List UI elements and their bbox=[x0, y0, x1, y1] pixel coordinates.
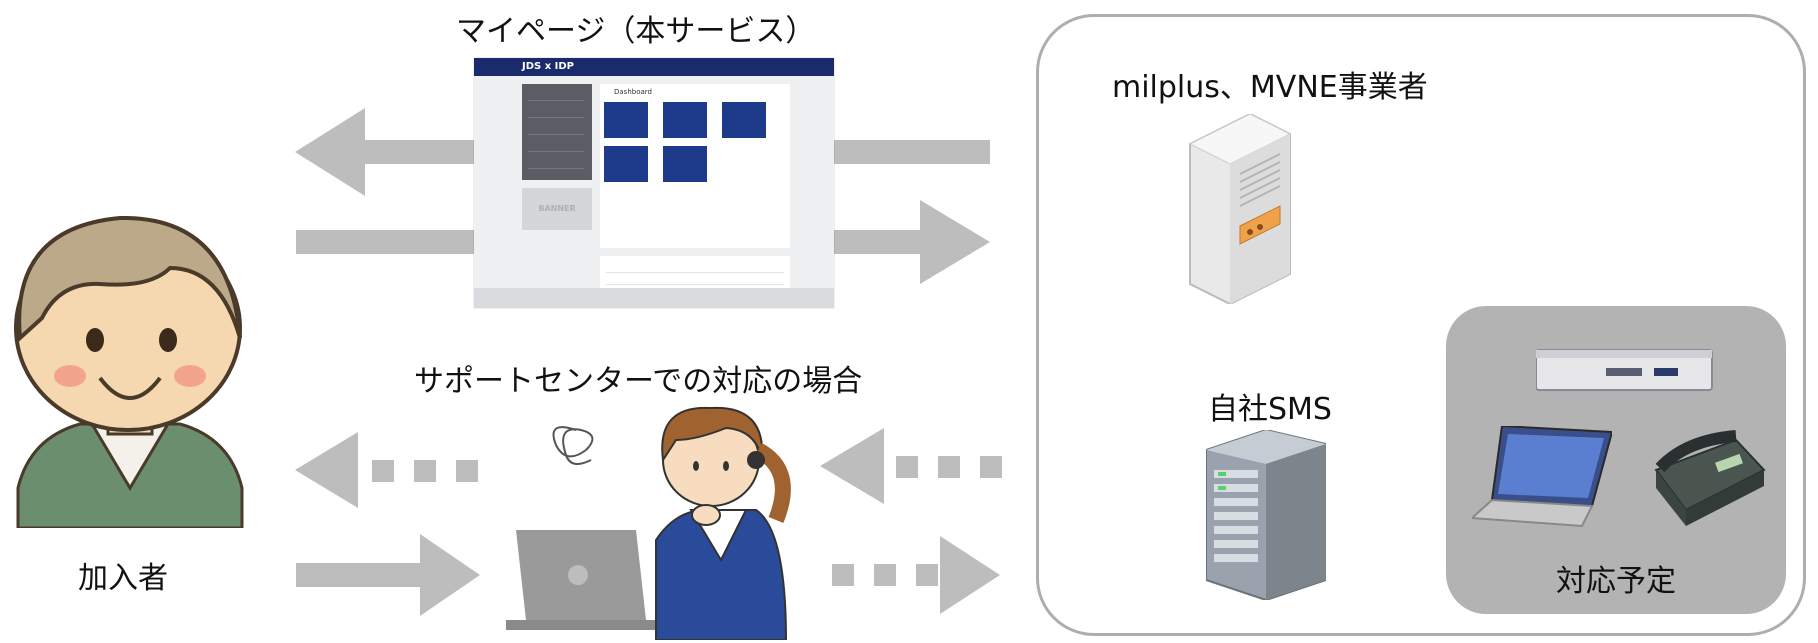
my-page-screenshot: JDS x IDP BANNER Dashboard bbox=[474, 58, 834, 308]
arrow-left-mypage-to-subscriber bbox=[295, 108, 475, 196]
screenshot-footer bbox=[474, 288, 834, 308]
operators-label: milplus、MVNE事業者 bbox=[1112, 70, 1428, 105]
arrow-left-operators-to-mypage bbox=[834, 140, 990, 164]
screenshot-dashboard-title: Dashboard bbox=[614, 88, 652, 96]
arrow-right-mypage-to-operators bbox=[834, 200, 990, 284]
support-operator-illustration bbox=[506, 406, 791, 640]
rack-server-icon bbox=[1206, 430, 1326, 600]
dashboard-tile bbox=[663, 146, 707, 182]
support-center-label: サポートセンターでの対応の場合 bbox=[414, 364, 863, 399]
dashboard-tile bbox=[722, 102, 766, 138]
server-icon bbox=[1188, 114, 1292, 304]
screenshot-header: JDS x IDP bbox=[474, 58, 834, 76]
arrow-right-subscriber-to-mypage bbox=[296, 230, 476, 254]
laptop-icon bbox=[1472, 426, 1612, 528]
dashboard-tile bbox=[604, 102, 648, 138]
arrow-dashed-right-support-to-operators bbox=[832, 536, 1000, 614]
own-sms-label: 自社SMS bbox=[1208, 392, 1332, 427]
dashboard-tile bbox=[663, 102, 707, 138]
switch-device-icon bbox=[1536, 349, 1713, 391]
screenshot-sidebar bbox=[522, 84, 592, 180]
my-page-label: マイページ（本サービス） bbox=[456, 14, 816, 49]
subscriber-label: 加入者 bbox=[78, 561, 168, 596]
subscriber-illustration bbox=[14, 215, 244, 528]
screenshot-dashboard: Dashboard bbox=[600, 84, 790, 248]
dashboard-tile bbox=[604, 146, 648, 182]
telephone-icon bbox=[1654, 430, 1766, 526]
screenshot-banner: BANNER bbox=[522, 188, 592, 230]
arrow-dashed-left-operators-to-support bbox=[820, 428, 1002, 504]
screenshot-brand: JDS x IDP bbox=[522, 61, 574, 72]
planned-label: 対応予定 bbox=[1556, 564, 1676, 599]
arrow-right-subscriber-to-support bbox=[296, 534, 480, 616]
arrow-dashed-left-support-to-subscriber bbox=[295, 432, 478, 508]
